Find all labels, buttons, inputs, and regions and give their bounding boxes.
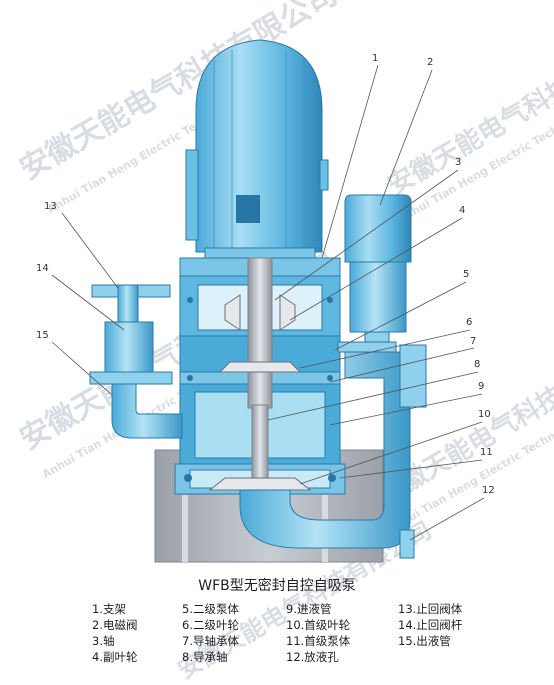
drain-flange bbox=[399, 529, 415, 559]
inlet-pipe bbox=[239, 351, 411, 549]
legend-column-1: 1.支架 2.电磁阀 3.轴 4.副叶轮 bbox=[92, 601, 137, 665]
legend-item: 7.导轴承体 bbox=[182, 634, 239, 648]
callout-3: 3 bbox=[455, 157, 462, 168]
legend-item: 15.出液管 bbox=[398, 634, 451, 648]
solenoid-valve-body bbox=[349, 261, 407, 333]
first-impeller bbox=[208, 477, 312, 491]
callout-4: 4 bbox=[459, 205, 466, 216]
legend-item: 3.轴 bbox=[92, 634, 115, 648]
outlet-pipe bbox=[111, 383, 183, 439]
shaft bbox=[247, 257, 273, 409]
legend-column-4: 13.止回阀体 14.止回阀杆 15.出液管 bbox=[398, 601, 462, 649]
callout-6: 6 bbox=[466, 317, 473, 328]
callout-14: 14 bbox=[36, 263, 49, 274]
check-valve-flange-bottom bbox=[89, 371, 173, 385]
callout-8: 8 bbox=[474, 359, 481, 370]
bearing-right bbox=[279, 294, 296, 331]
motor-body bbox=[195, 39, 323, 253]
callout-15: 15 bbox=[36, 330, 49, 341]
check-valve-body bbox=[104, 321, 154, 373]
pump-cutaway-diagram bbox=[51, 39, 485, 563]
legend-column-3: 9.进液管 10.首级叶轮 11.首级泵体 12.放液孔 bbox=[286, 601, 350, 665]
callout-7: 7 bbox=[470, 336, 477, 347]
legend-item: 5.二级泵体 bbox=[182, 602, 239, 616]
callout-5: 5 bbox=[463, 269, 470, 280]
bearing-left bbox=[224, 294, 241, 331]
second-impeller bbox=[218, 361, 302, 373]
legend-item: 14.止回阀杆 bbox=[398, 618, 463, 632]
legend-item: 6.二级叶轮 bbox=[182, 618, 239, 632]
callout-1: 1 bbox=[372, 53, 379, 64]
legend-item: 11.首级泵体 bbox=[286, 634, 351, 648]
legend-item: 10.首级叶轮 bbox=[286, 618, 351, 632]
lower-shaft bbox=[251, 404, 269, 484]
inlet-side-flange bbox=[399, 344, 427, 408]
legend-item: 4.副叶轮 bbox=[92, 650, 138, 664]
legend-item: 2.电磁阀 bbox=[92, 618, 138, 632]
legend-item: 13.止回阀体 bbox=[398, 602, 463, 616]
callout-13: 13 bbox=[44, 201, 57, 212]
callout-9: 9 bbox=[478, 381, 485, 392]
motor-nameplate bbox=[236, 195, 260, 223]
motor-side-cover bbox=[319, 159, 329, 191]
stand-leg bbox=[182, 495, 188, 562]
diagram-title: WFB型无密封自控自吸泵 bbox=[198, 578, 356, 594]
callout-10: 10 bbox=[478, 409, 491, 420]
legend-item: 9.进液管 bbox=[286, 602, 332, 616]
legend-item: 8.导承轴 bbox=[182, 650, 228, 664]
solenoid-valve-head bbox=[344, 194, 412, 263]
callout-2: 2 bbox=[427, 57, 434, 68]
legend-item: 12.放液孔 bbox=[286, 650, 339, 664]
motor-terminal-box bbox=[185, 149, 199, 241]
legend-item: 1.支架 bbox=[92, 602, 126, 616]
legend-column-2: 5.二级泵体 6.二级叶轮 7.导轴承体 8.导承轴 bbox=[182, 601, 239, 665]
callout-12: 12 bbox=[482, 485, 495, 496]
callout-11: 11 bbox=[480, 447, 493, 458]
